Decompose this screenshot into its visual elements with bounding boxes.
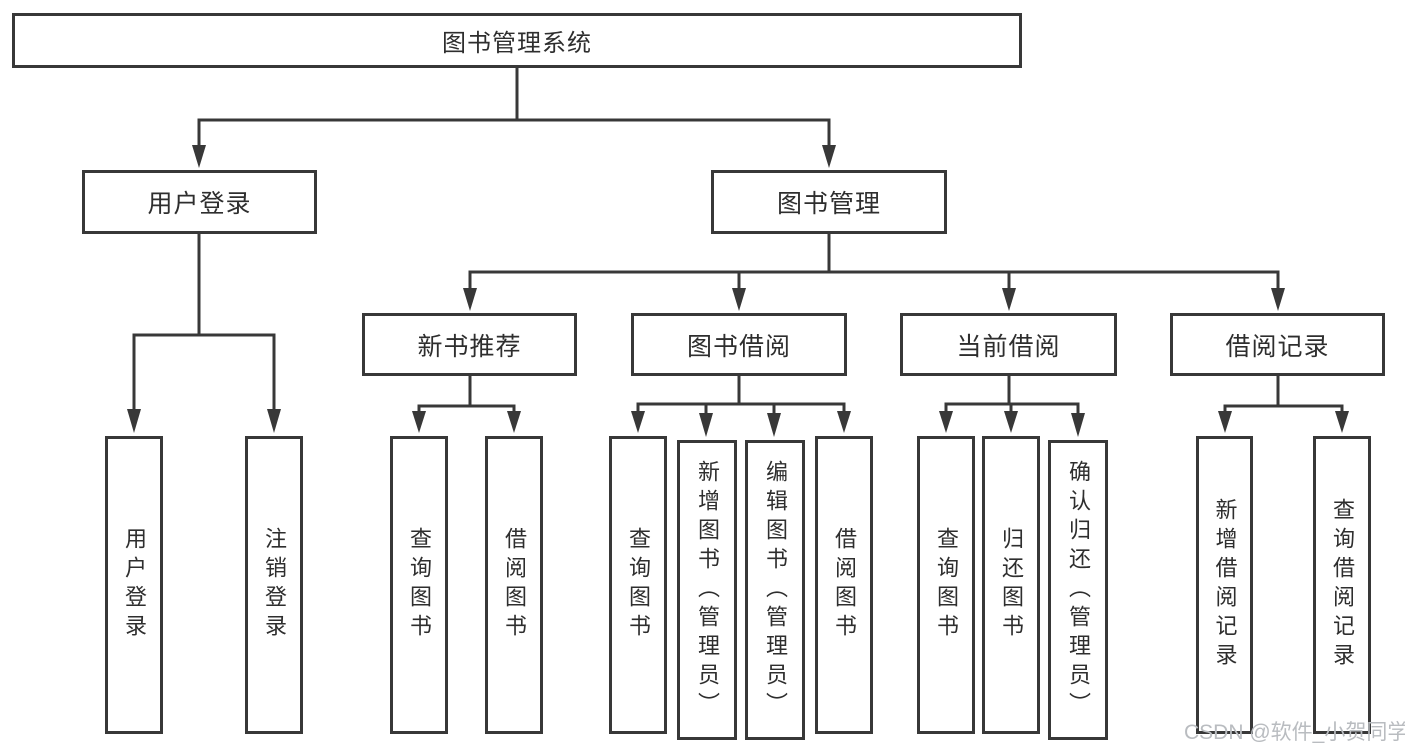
- node-label: 查询图书: [934, 527, 959, 643]
- node-label: 借阅图书: [832, 527, 857, 643]
- node-leaf-logout: 注销登录: [245, 436, 303, 734]
- node-label: 借阅记录: [1225, 332, 1330, 361]
- node-label: 查询图书: [407, 527, 432, 643]
- node-current-borrowing: 当前借阅: [900, 313, 1117, 376]
- node-leaf-edit-book-admin: 编辑图书（管理员）: [745, 440, 805, 740]
- node-root: 图书管理系统: [12, 13, 1022, 68]
- node-label: 新书推荐: [417, 332, 522, 361]
- node-label: 归还图书: [999, 527, 1024, 643]
- node-book-management-group: 图书管理: [711, 170, 947, 234]
- node-book-borrowing: 图书借阅: [631, 313, 847, 376]
- node-label: 图书管理系统: [442, 30, 592, 57]
- node-label: 用户登录: [122, 527, 147, 643]
- node-label: 注销登录: [262, 527, 287, 643]
- node-label: 新增借阅记录: [1212, 498, 1238, 672]
- node-leaf-add-book-admin: 新增图书（管理员）: [677, 440, 737, 740]
- node-leaf-query-book-current: 查询图书: [917, 436, 975, 734]
- node-leaf-add-borrow-record: 新增借阅记录: [1196, 436, 1253, 734]
- node-leaf-borrow-book-recommend: 借阅图书: [485, 436, 543, 734]
- node-leaf-return-book: 归还图书: [982, 436, 1040, 734]
- node-leaf-user-login: 用户登录: [105, 436, 163, 734]
- node-label: 新增图书（管理员）: [695, 459, 720, 721]
- node-label: 当前借阅: [956, 332, 1061, 361]
- node-label: 用户登录: [147, 190, 252, 218]
- node-leaf-borrow-book: 借阅图书: [815, 436, 873, 734]
- node-label: 查询图书: [626, 527, 651, 643]
- node-leaf-query-borrow-record: 查询借阅记录: [1313, 436, 1371, 734]
- node-borrowing-records: 借阅记录: [1170, 313, 1385, 376]
- csdn-watermark: CSDN @软件_小贺同学: [1184, 721, 1405, 744]
- node-leaf-confirm-return-admin: 确认归还（管理员）: [1048, 440, 1108, 740]
- node-label: 图书借阅: [686, 332, 791, 361]
- node-label: 编辑图书（管理员）: [763, 459, 788, 721]
- node-leaf-query-book-recommend: 查询图书: [390, 436, 448, 734]
- node-user-login-group: 用户登录: [82, 170, 317, 234]
- node-new-book-recommend: 新书推荐: [362, 313, 577, 376]
- node-leaf-query-book-borrowing: 查询图书: [609, 436, 667, 734]
- node-label: 确认归还（管理员）: [1066, 459, 1091, 721]
- node-label: 查询借阅记录: [1330, 498, 1355, 672]
- node-label: 图书管理: [776, 190, 881, 218]
- node-label: 借阅图书: [502, 527, 527, 643]
